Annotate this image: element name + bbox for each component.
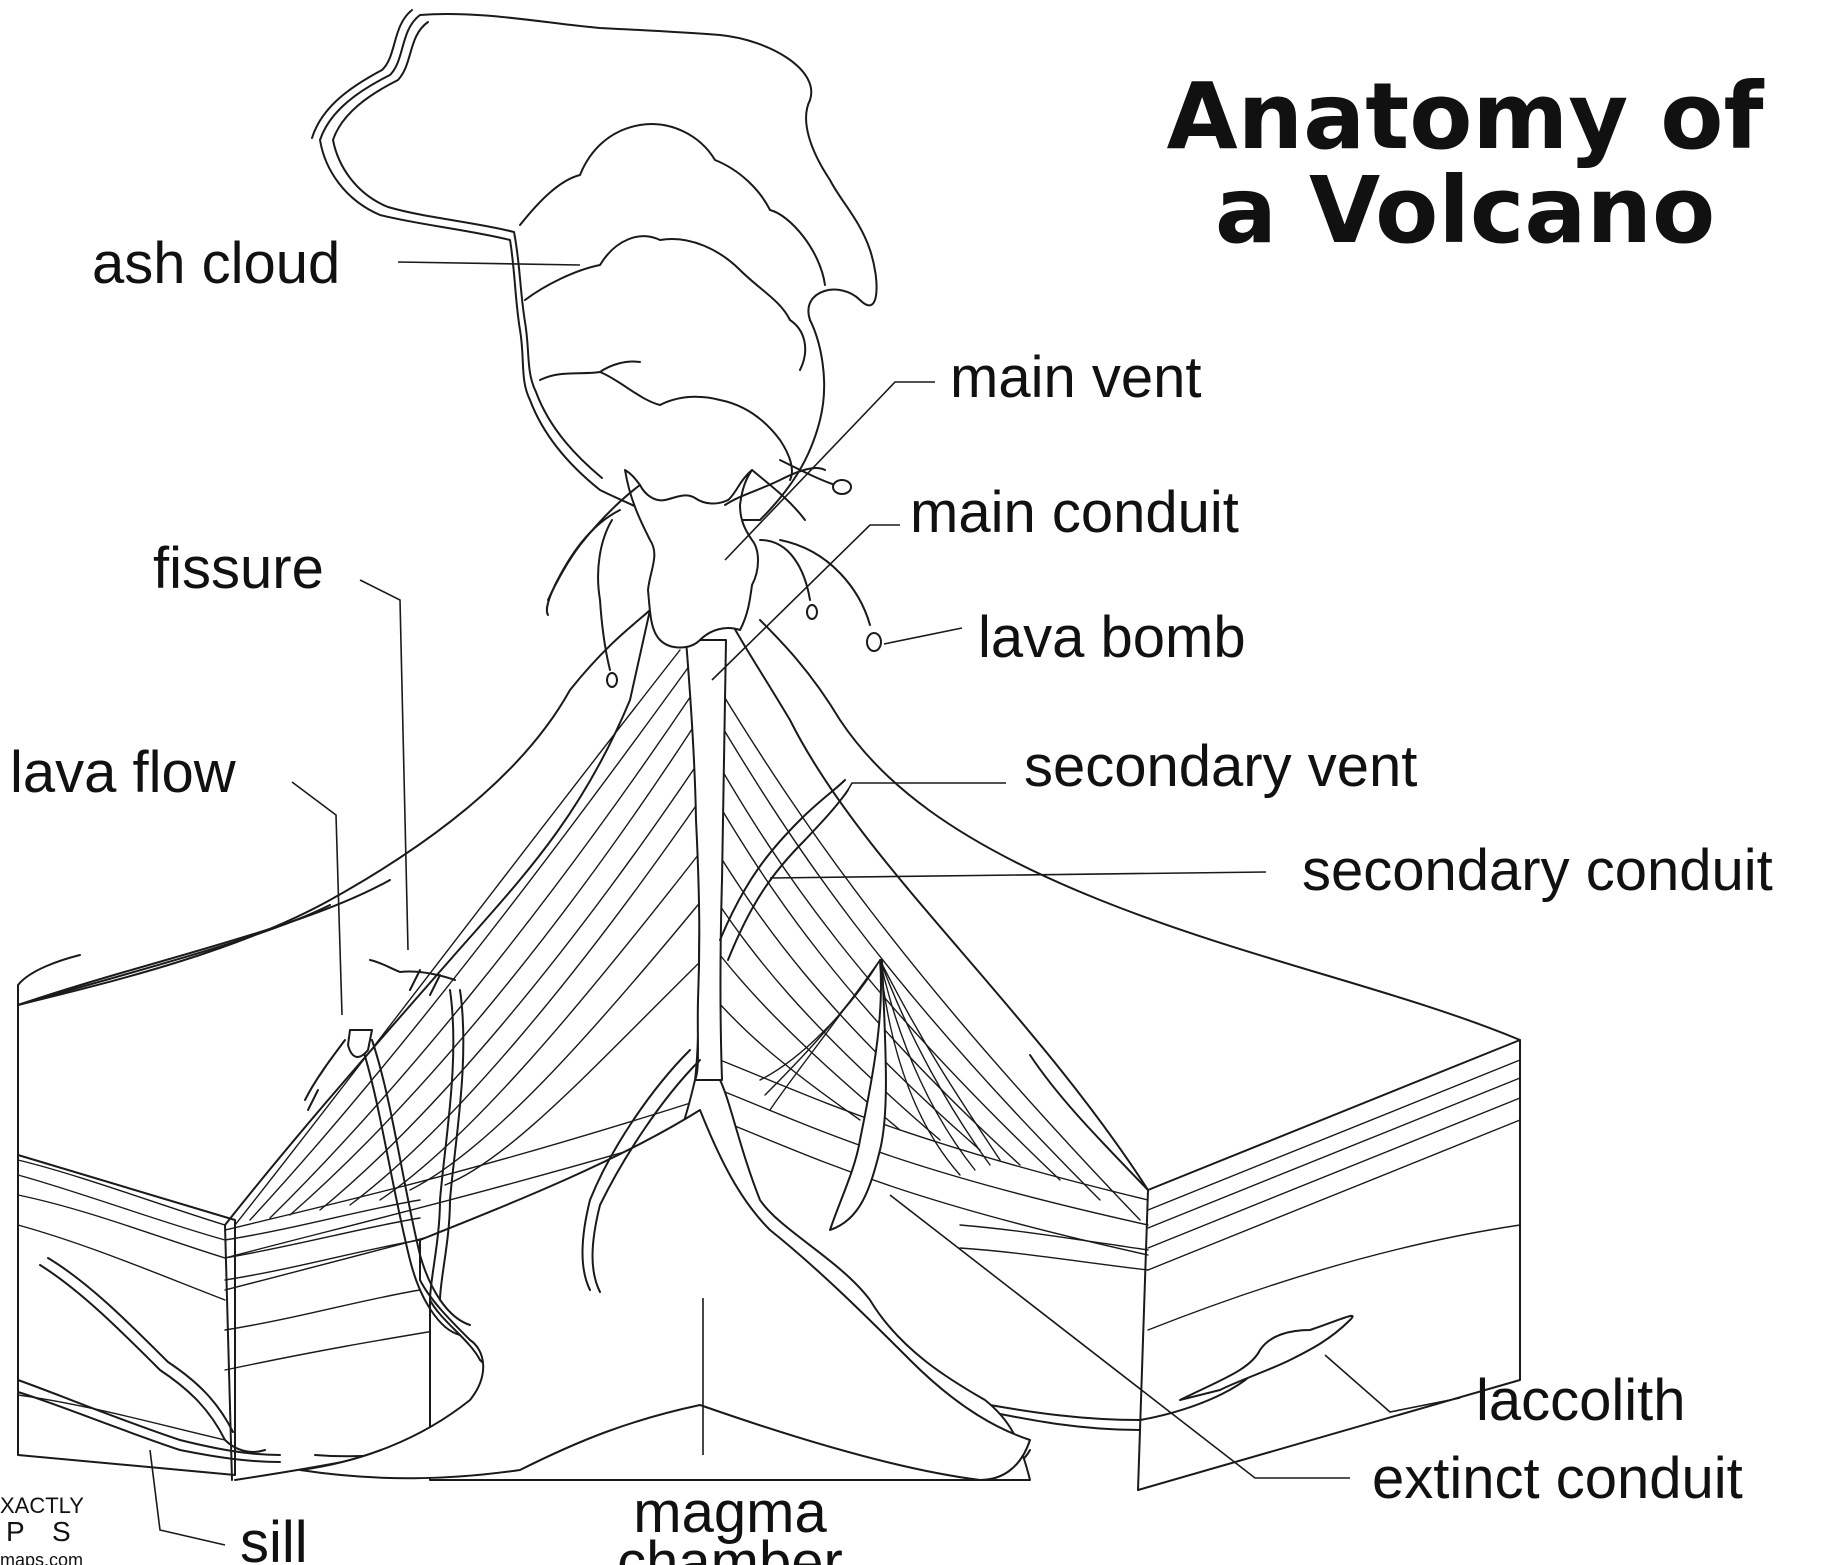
label-main-conduit: main conduit <box>910 480 1239 545</box>
label-secondary-vent: secondary vent <box>1024 734 1417 799</box>
lava-bomb-left <box>607 673 617 687</box>
label-laccolith: laccolith <box>1476 1368 1686 1433</box>
main-vent <box>625 470 758 648</box>
label-sill: sill <box>240 1510 308 1565</box>
left-block-outline <box>18 1005 235 1475</box>
laccolith <box>1180 1316 1353 1400</box>
label-secondary-conduit: secondary conduit <box>1302 838 1773 903</box>
watermark-line-3: maps.com <box>0 1550 83 1565</box>
watermark-line-1: XACTLY <box>0 1493 84 1518</box>
leader-main-vent <box>725 382 935 560</box>
leader-ash-cloud <box>398 262 580 265</box>
fissure-group <box>305 960 455 1110</box>
label-ash-cloud: ash cloud <box>92 231 340 296</box>
title-line-1: Anatomy of <box>1166 63 1764 170</box>
ash-cloud-lobe-1 <box>520 124 825 285</box>
label-magma-chamber-2: chamber <box>617 1530 843 1565</box>
eruption <box>312 10 881 687</box>
label-lava-flow: lava flow <box>10 740 237 805</box>
label-extinct-conduit: extinct conduit <box>1372 1446 1743 1511</box>
lava-bomb <box>867 633 881 651</box>
lava-bomb-top <box>833 480 851 494</box>
label-fissure: fissure <box>153 536 324 601</box>
leader-lava-bomb <box>884 628 962 644</box>
ash-cloud-outer <box>320 14 877 520</box>
secondary-conduit <box>720 780 845 940</box>
leader-sill <box>150 1450 225 1545</box>
title-line-2: a Volcano <box>1215 157 1715 264</box>
leader-fissure <box>360 580 408 950</box>
ash-cloud-lobe-2 <box>525 236 805 370</box>
lava-flow-trail <box>305 1040 345 1110</box>
watermark-line-2: P S <box>6 1516 81 1547</box>
label-lava-bomb: lava bomb <box>978 605 1246 670</box>
right-block-outline <box>1138 1040 1520 1490</box>
watermark-logo: XACTLY P S maps.com <box>0 1493 84 1565</box>
label-main-vent: main vent <box>950 345 1201 410</box>
lava-bomb-mid <box>807 605 817 619</box>
leader-secondary-vent <box>845 783 1006 795</box>
volcano-cone <box>18 610 1520 1290</box>
ash-cloud-lobe-3 <box>540 372 792 480</box>
